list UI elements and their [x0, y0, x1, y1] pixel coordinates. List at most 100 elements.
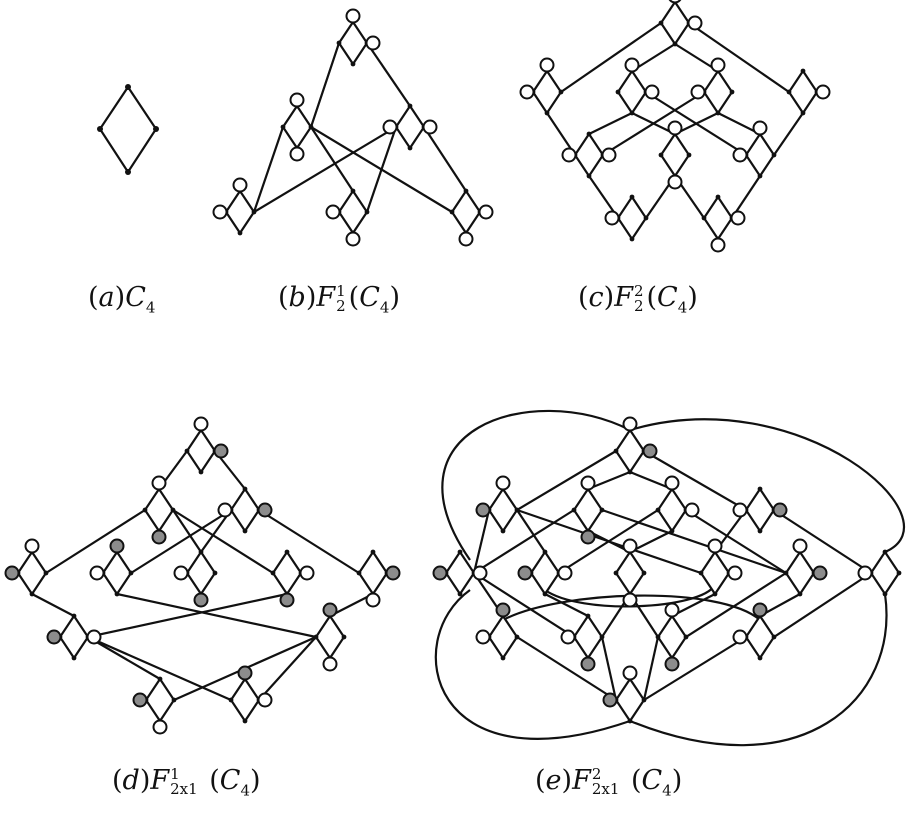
gray-node [812, 565, 828, 581]
diamond-node [314, 614, 346, 660]
diamond-node [616, 69, 648, 115]
white-node [857, 565, 873, 581]
white-node [710, 237, 726, 253]
white-node [86, 629, 102, 645]
c4-diamond [98, 85, 158, 175]
diamond-node [869, 550, 901, 596]
graph-edge [629, 470, 673, 491]
vertex-dot [643, 215, 649, 221]
white-node [684, 502, 700, 518]
vertex-dot [251, 209, 257, 215]
diamond-node [185, 550, 217, 596]
graph-edge [643, 450, 747, 511]
graph-edge [773, 572, 872, 638]
white-node [792, 538, 808, 554]
graph-edge [116, 592, 317, 639]
vertex-dot [463, 188, 469, 194]
white-node [472, 565, 488, 581]
vertex-dot [544, 110, 550, 116]
vertex-dot [125, 169, 131, 175]
vertex-dot [542, 549, 548, 555]
vertex-dot [228, 697, 234, 703]
white-node [475, 629, 491, 645]
vertex-dot [114, 591, 120, 597]
gray-node [432, 565, 448, 581]
white-node [561, 147, 577, 163]
white-node [732, 502, 748, 518]
diamond-node [702, 69, 734, 115]
vertex-dot [457, 549, 463, 555]
vertex-dot [712, 591, 718, 597]
diamond-node [699, 550, 731, 596]
diamond-node [572, 487, 604, 533]
vertex-dot [308, 124, 314, 130]
graph-edge [45, 509, 146, 574]
white-node [667, 174, 683, 190]
graph-edge [685, 572, 787, 638]
vertex-dot [71, 613, 77, 619]
white-node [173, 565, 189, 581]
white-node [257, 692, 273, 708]
graph-edge [642, 636, 660, 701]
vertex-dot [800, 68, 806, 74]
vertex-dot [757, 655, 763, 661]
graph-edge [310, 126, 354, 192]
vertex-dot [627, 718, 633, 724]
vertex-dot [29, 591, 35, 597]
gray-node [385, 565, 401, 581]
gray-node [752, 602, 768, 618]
graph-edge [674, 112, 719, 135]
vertex-dot [715, 110, 721, 116]
vertex-dot [672, 41, 678, 47]
diamond-node [337, 20, 369, 66]
vertex-dot [43, 570, 49, 576]
vertex-dot [370, 549, 376, 555]
graph-edge [472, 509, 491, 574]
vertex-dot [514, 634, 520, 640]
graph-edge [588, 112, 633, 135]
diamond-node [744, 487, 776, 533]
white-node [217, 502, 233, 518]
gray-node [664, 656, 680, 672]
white-node [560, 629, 576, 645]
vertex-dot [641, 697, 647, 703]
diamond-node [572, 614, 604, 660]
white-node [580, 475, 596, 491]
vertex-dot [683, 634, 689, 640]
white-node [345, 8, 361, 24]
vertex-dot [500, 655, 506, 661]
diamond-node [529, 550, 561, 596]
vertex-dot [613, 448, 619, 454]
diamond-node [281, 104, 313, 150]
diamond-node [487, 614, 519, 660]
vertex-dot [212, 570, 218, 576]
vertex-dot [280, 124, 286, 130]
graph-edge [258, 636, 317, 701]
white-node [539, 57, 555, 73]
vertex-dot [341, 634, 347, 640]
vertex-dot [170, 507, 176, 513]
gray-node [46, 629, 62, 645]
white-node [690, 84, 706, 100]
vertex-dot [71, 655, 77, 661]
graph-edge [252, 126, 285, 213]
graph-edge [309, 42, 341, 128]
white-node [325, 204, 341, 220]
white-node [667, 120, 683, 136]
vertex-dot [729, 89, 735, 95]
white-node [193, 416, 209, 432]
white-node [727, 565, 743, 581]
diamond-node [144, 677, 176, 723]
gray-node [4, 565, 20, 581]
graph-edge [258, 509, 360, 574]
white-node [604, 210, 620, 226]
gray-node [193, 592, 209, 608]
vertex-dot [457, 591, 463, 597]
vertex-dot [198, 549, 204, 555]
gray-node [279, 592, 295, 608]
diamond-node [394, 104, 426, 150]
vertex-dot [629, 194, 635, 200]
